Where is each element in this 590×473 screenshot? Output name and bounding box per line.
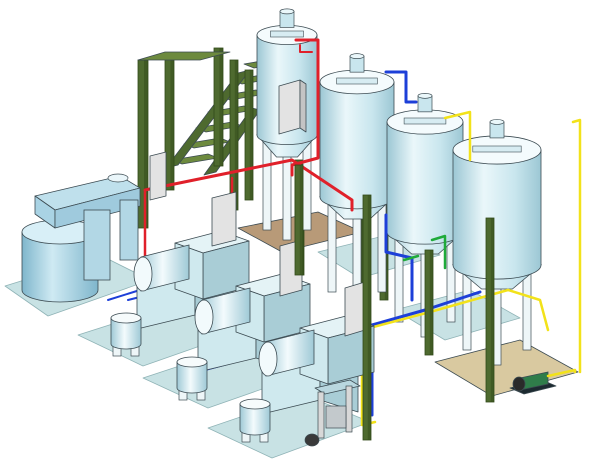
pipe-yellow (506, 288, 550, 332)
column-shade (490, 218, 494, 402)
pipe-red (290, 38, 320, 177)
pipe-blue (107, 289, 141, 301)
column (244, 69, 254, 201)
pipe-blue (384, 213, 414, 302)
pump-head (512, 376, 526, 392)
column (362, 194, 372, 441)
floor-pad-pump (434, 339, 579, 397)
skid-pump (304, 433, 320, 447)
pot-body (110, 317, 142, 350)
pipe-yellow (571, 118, 582, 374)
mixer-frame (119, 199, 139, 261)
tank-body (319, 81, 395, 210)
foreground-equipment (21, 151, 577, 447)
storage-tank-icon (256, 8, 318, 241)
pot-body (239, 403, 271, 436)
control-panel-icon (149, 151, 167, 201)
column-shade (170, 55, 174, 190)
pot-body (176, 361, 208, 394)
skid-post (317, 391, 325, 439)
pipe-yellow (443, 110, 472, 162)
machine-drum-end (194, 299, 214, 335)
pump-skid-icon (304, 379, 361, 447)
machine-drum-end (258, 341, 278, 377)
column (213, 47, 224, 167)
pot-lid (176, 356, 208, 368)
column-shade (367, 195, 371, 440)
column (294, 164, 304, 276)
pot-lid (239, 398, 271, 410)
mixer-gantry-front (54, 187, 141, 229)
pipe-green (430, 234, 447, 270)
tank-body (452, 149, 542, 280)
tank-bridge (403, 117, 447, 125)
control-panel-icon (278, 79, 301, 135)
pump-icon (509, 368, 577, 395)
control-panel-side (299, 79, 307, 133)
mixing-tank-icon (21, 173, 141, 303)
small-vessel-icon (239, 398, 271, 443)
control-panel-icon (344, 281, 366, 337)
pipe-red (143, 158, 354, 212)
column-shade (249, 70, 253, 200)
pipe-yellow (546, 368, 577, 378)
column-shade (429, 250, 433, 355)
small-vessel-icon (110, 312, 142, 357)
tank-body (386, 121, 464, 245)
storage-tanks (256, 8, 543, 366)
control-panel-icon (211, 191, 237, 247)
tank-bridge (336, 77, 378, 85)
pipe-red (299, 44, 313, 53)
tank-bridge (472, 145, 522, 153)
tank-motor-cap (489, 119, 505, 125)
storage-tank-icon (451, 119, 543, 366)
processing-unit-icon (194, 273, 311, 373)
column-shade (219, 48, 223, 166)
small-vessel-icon (176, 356, 208, 401)
tank-bridge (270, 30, 304, 38)
tank-motor-cap (279, 8, 295, 15)
column (485, 217, 495, 403)
column (424, 249, 434, 356)
tank-motor-cap (349, 53, 365, 60)
mixer-motor (107, 173, 129, 183)
column-shade (234, 60, 238, 210)
mixer-vessel (21, 231, 99, 303)
column-shade (360, 155, 364, 290)
mixer-frame (83, 209, 111, 281)
pot-lid (110, 312, 142, 324)
skid-post (345, 385, 353, 433)
machine-drum-end (133, 256, 153, 292)
storage-tank-icon (318, 53, 396, 308)
platform-top (137, 51, 231, 61)
column-shade (299, 165, 303, 275)
pipe-blue (384, 70, 418, 104)
pipe-green (402, 254, 420, 262)
tank-leg (327, 196, 337, 293)
skid-filter (325, 405, 347, 429)
column-shade (144, 60, 148, 228)
tank-motor-cap (417, 92, 433, 99)
